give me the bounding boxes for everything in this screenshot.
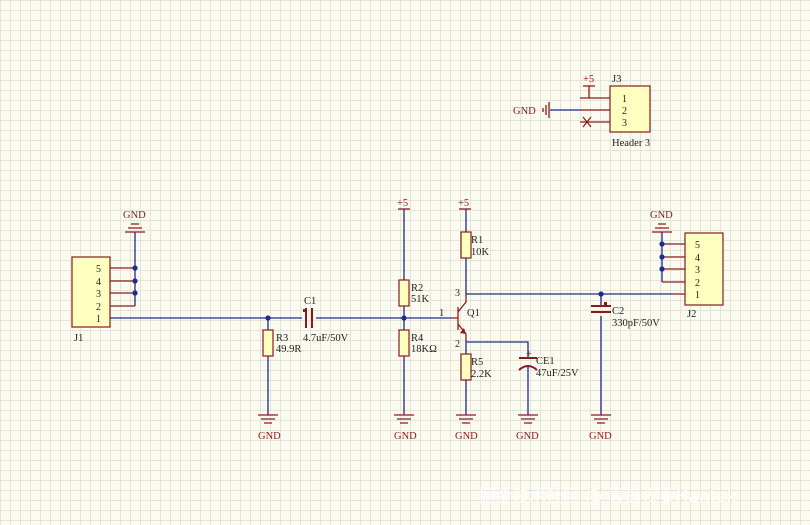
j1-pin-4: 4	[96, 277, 101, 288]
svg-text:GND: GND	[123, 210, 146, 221]
connector-j3[interactable]: J3 Header 3 1 2 3	[580, 74, 651, 149]
resistor-r3[interactable]	[262, 329, 274, 357]
gnd-symbol-j1: GND	[123, 210, 146, 233]
svg-text:GND: GND	[516, 431, 539, 442]
j2-pin-1: 1	[695, 290, 700, 301]
vcc-symbol-r1: +5	[458, 198, 471, 210]
c1-designator: C1	[304, 296, 316, 307]
c2-value: 330pF/50V	[612, 318, 660, 329]
j3-body	[609, 85, 651, 133]
svg-text:GND: GND	[455, 431, 478, 442]
svg-text:+: +	[526, 349, 532, 360]
j3-pin-2: 2	[622, 106, 627, 117]
junction-dot	[132, 278, 138, 284]
gnd-symbol-ce1: GND	[516, 414, 539, 442]
j1-pin-3: 3	[96, 289, 101, 300]
junction-dot	[401, 315, 407, 321]
svg-text:+5: +5	[458, 198, 469, 209]
resistor-r2[interactable]	[398, 279, 410, 307]
r1-designator: R1	[471, 235, 483, 246]
j1-pin-1: 1	[96, 314, 101, 325]
capacitor-c1[interactable]	[303, 308, 313, 328]
q1-pin-label: 1	[439, 308, 444, 319]
j2-pin-4: 4	[695, 253, 700, 264]
j3-comment: Header 3	[612, 138, 650, 149]
svg-text:GND: GND	[589, 431, 612, 442]
gnd-symbol-r5: GND	[455, 414, 478, 442]
svg-text:3: 3	[455, 288, 460, 299]
svg-text:+5: +5	[397, 198, 408, 209]
j2-pin-2: 2	[695, 278, 700, 289]
r5-designator: R5	[471, 357, 483, 368]
r3-value: 49.9R	[276, 344, 301, 355]
c1-value: 4.7uF/50V	[303, 333, 349, 344]
junction-dot	[265, 315, 271, 321]
transistor-q1[interactable]	[452, 294, 467, 342]
j3-gnd-label: GND	[513, 106, 536, 117]
r4-value: 18KΩ	[411, 344, 437, 355]
watermark: 掘金技术社区 @ 青岛汉泰Hantek	[478, 487, 737, 507]
r5-value: 2.2K	[471, 369, 492, 380]
ce1-value: 47uF/25V	[536, 368, 579, 379]
svg-text:GND: GND	[650, 210, 673, 221]
vcc-symbol-r2: +5	[397, 198, 410, 210]
junction-dot	[132, 290, 138, 296]
j1-pin-2: 2	[96, 302, 101, 313]
gnd-symbol-j2: GND	[650, 210, 673, 233]
r2-value: 51K	[411, 294, 430, 305]
svg-text:GND: GND	[394, 431, 417, 442]
j1-body	[71, 256, 111, 328]
junction-dot	[659, 266, 665, 272]
j2-pin-5: 5	[695, 240, 700, 251]
capacitor-c2[interactable]	[591, 302, 611, 313]
j3-vcc-port: +5	[583, 74, 595, 98]
j3-vcc-label: +5	[583, 74, 594, 85]
j1-pin-5: 5	[96, 264, 101, 275]
j2-designator: J2	[687, 309, 696, 320]
svg-text:2: 2	[455, 339, 460, 350]
j3-gnd-port: GND	[513, 102, 580, 118]
resistor-r4[interactable]	[398, 329, 410, 357]
no-connect-icon	[582, 116, 592, 128]
gnd-symbol-r3: GND	[258, 414, 281, 442]
junction-dot	[132, 265, 138, 271]
j2-pin-3: 3	[695, 265, 700, 276]
gnd-symbol-c2: GND	[589, 414, 612, 442]
r3-designator: R3	[276, 333, 288, 344]
resistor-r5[interactable]	[460, 353, 472, 381]
j3-pin-3: 3	[622, 118, 627, 129]
j3-pin-1: 1	[622, 94, 627, 105]
svg-text:GND: GND	[258, 431, 281, 442]
j3-designator: J3	[612, 74, 621, 85]
connector-j1[interactable]: J1 5 4 3 2 1	[71, 256, 135, 344]
c2-designator: C2	[612, 306, 624, 317]
junction-dot	[659, 241, 665, 247]
ce1-designator: CE1	[536, 356, 555, 367]
r2-designator: R2	[411, 283, 423, 294]
j2-body	[684, 232, 724, 306]
j3-pins	[580, 97, 610, 123]
connector-j2[interactable]: J2 5 4 3 2 1	[662, 232, 724, 320]
resistor-r1[interactable]	[460, 231, 472, 259]
q1-designator: Q1	[467, 308, 480, 319]
j1-designator: J1	[74, 333, 83, 344]
r1-value: 10K	[471, 247, 490, 258]
r4-designator: R4	[411, 333, 424, 344]
gnd-symbol-r4: GND	[394, 414, 417, 442]
junction-dot	[659, 254, 665, 260]
